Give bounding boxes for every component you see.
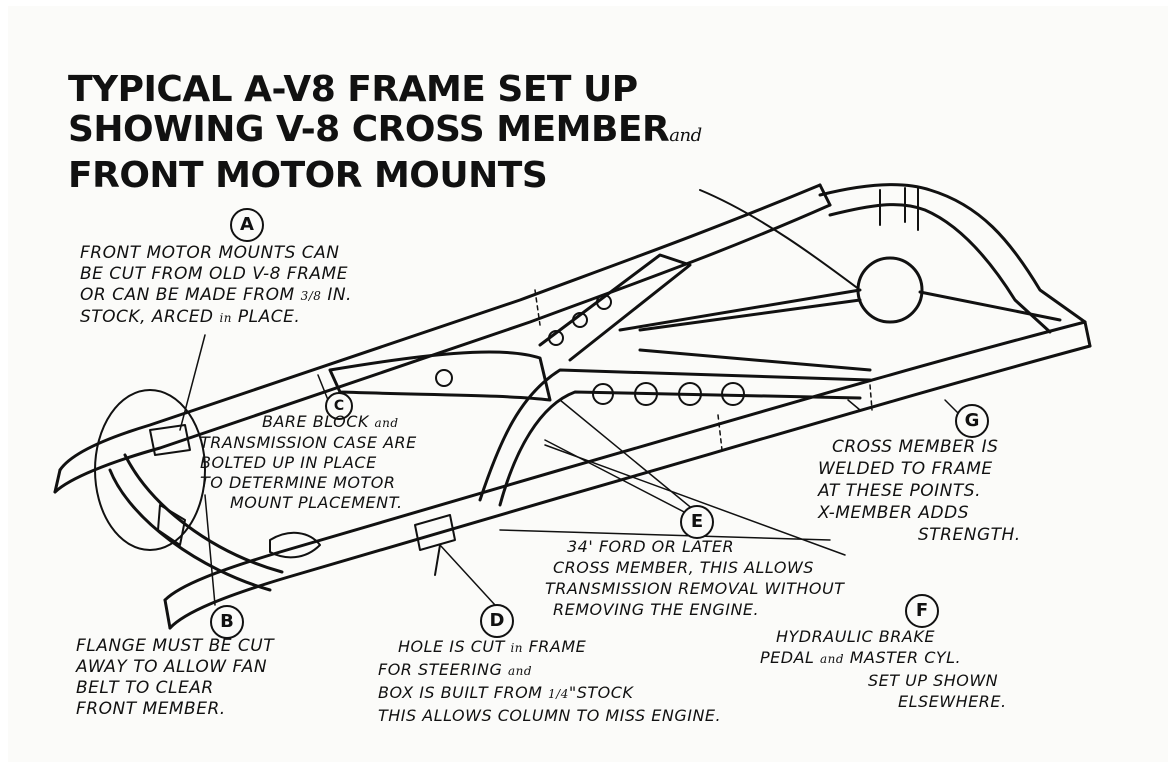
note-a-line-2: BE CUT FROM OLD V-8 FRAME: [80, 264, 348, 284]
note-a-line-3: OR CAN BE MADE FROM: [80, 285, 301, 305]
note-d: HOLE IS CUT in FRAME FOR STEERING and BO…: [378, 636, 721, 726]
note-a-in: in: [219, 311, 233, 325]
note-e-line-3: TRANSMISSION REMOVAL WITHOUT: [545, 579, 845, 598]
paper-card: [8, 6, 1168, 762]
note-g: CROSS MEMBER IS WELDED TO FRAME AT THESE…: [818, 436, 1021, 546]
note-d-line-3-end: "STOCK: [568, 683, 634, 702]
label-a: A: [230, 208, 264, 242]
steering-box: [414, 514, 456, 576]
note-b-line-3: BELT TO CLEAR: [76, 678, 214, 698]
x-cross-member: [328, 253, 873, 507]
note-a-line-4: STOCK, ARCED: [80, 307, 220, 327]
note-f-line-4: ELSEWHERE.: [898, 692, 1007, 711]
note-b-line-1: FLANGE MUST BE CUT: [76, 636, 275, 656]
rear-axle-housing: [638, 189, 1062, 332]
note-e-line-4: REMOVING THE ENGINE.: [553, 600, 760, 619]
note-a-line-3-end: IN.: [321, 285, 352, 305]
note-c-line-5: MOUNT PLACEMENT.: [230, 493, 403, 512]
title-line-2-suffix: and: [669, 125, 702, 146]
left-frame-rail: [53, 183, 832, 494]
note-c-line-2: TRANSMISSION CASE ARE: [200, 433, 417, 452]
front-cross-member: [108, 424, 321, 592]
note-a-line-1: FRONT MOTOR MOUNTS CAN: [80, 243, 340, 263]
right-frame-rail: [163, 320, 1092, 630]
note-a: FRONT MOTOR MOUNTS CAN BE CUT FROM OLD V…: [80, 243, 352, 329]
note-b: FLANGE MUST BE CUT AWAY TO ALLOW FAN BEL…: [76, 636, 274, 720]
rear-kickup: [818, 183, 1087, 334]
note-d-line-1-end: FRAME: [523, 637, 587, 656]
note-d-line-3: BOX IS BUILT FROM: [378, 683, 549, 702]
label-e: E: [680, 505, 714, 539]
note-d-line-2: FOR STEERING: [378, 660, 508, 679]
title-line-2: SHOWING V-8 CROSS MEMBERand: [68, 110, 702, 156]
note-a-fraction: 3/8: [300, 289, 322, 303]
note-g-line-3: AT THESE POINTS.: [818, 481, 981, 501]
note-a-line-4-end: PLACE.: [232, 307, 301, 327]
note-f-and: and: [820, 652, 845, 666]
note-g-line-4: X-MEMBER ADDS: [818, 503, 970, 523]
page-title: TYPICAL A-V8 FRAME SET UP SHOWING V-8 CR…: [68, 70, 702, 196]
note-d-in: in: [510, 641, 524, 655]
label-b: B: [210, 605, 244, 639]
note-e-line-1: 34' FORD OR LATER: [567, 537, 735, 556]
note-c: BARE BLOCK and TRANSMISSION CASE ARE BOL…: [200, 412, 417, 513]
label-c: C: [325, 392, 353, 420]
note-c-and: and: [374, 416, 399, 430]
title-line-2-text: SHOWING V-8 CROSS MEMBER: [68, 109, 670, 150]
note-g-line-1: CROSS MEMBER IS: [832, 437, 999, 457]
note-c-line-4: TO DETERMINE MOTOR: [200, 473, 396, 492]
note-g-line-2: WELDED TO FRAME: [818, 459, 993, 479]
label-g: G: [955, 404, 989, 438]
note-f-line-2: PEDAL: [760, 648, 821, 667]
label-d: D: [480, 604, 514, 638]
note-d-line-4: THIS ALLOWS COLUMN TO MISS ENGINE.: [378, 706, 722, 725]
leader-lines: [179, 334, 976, 606]
note-d-fraction: 1/4: [548, 687, 569, 701]
note-f-line-1: HYDRAULIC BRAKE: [776, 627, 935, 646]
note-b-line-4: FRONT MEMBER.: [76, 699, 226, 719]
note-e: 34' FORD OR LATER CROSS MEMBER, THIS ALL…: [545, 536, 844, 620]
note-b-line-2: AWAY TO ALLOW FAN: [76, 657, 268, 677]
note-c-line-1: BARE BLOCK: [262, 412, 375, 431]
note-d-line-1: HOLE IS CUT: [398, 637, 511, 656]
note-d-and: and: [507, 664, 533, 678]
title-line-3: FRONT MOTOR MOUNTS: [68, 155, 548, 196]
note-e-line-2: CROSS MEMBER, THIS ALLOWS: [553, 558, 814, 577]
note-f: HYDRAULIC BRAKE PEDAL and MASTER CYL. SE…: [760, 626, 1007, 712]
note-c-line-3: BOLTED UP IN PLACE: [200, 453, 377, 472]
note-g-line-5: STRENGTH.: [918, 525, 1021, 545]
note-f-line-2-end: MASTER CYL.: [844, 648, 962, 667]
title-line-1: TYPICAL A-V8 FRAME SET UP: [68, 69, 638, 110]
label-f: F: [905, 594, 939, 628]
front-wheel-outline: [94, 389, 206, 551]
note-f-line-3: SET UP SHOWN: [868, 671, 999, 690]
